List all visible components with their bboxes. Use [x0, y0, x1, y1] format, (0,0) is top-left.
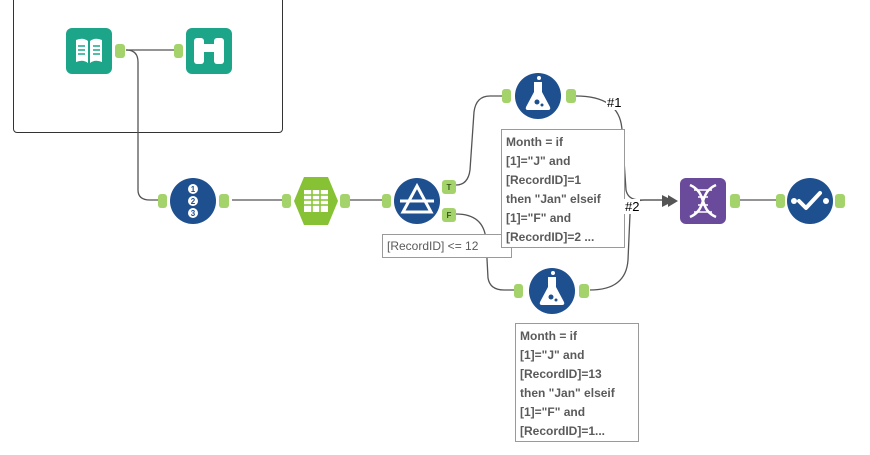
annotation-line: Month = if [506, 135, 563, 149]
annotation-line: [RecordID]=2 ... [506, 230, 595, 244]
output-tool[interactable] [774, 177, 848, 230]
false-anchor[interactable] [442, 208, 456, 222]
formula-false-tool[interactable] [512, 267, 592, 320]
input-data-tool[interactable] [66, 28, 128, 79]
formula-true-annotation: Month = if [1]="J" and [RecordID]=1 then… [501, 129, 625, 248]
annotation-line: [1]="F" and [506, 211, 572, 225]
true-anchor[interactable] [442, 180, 456, 194]
false-anchor-label: F [447, 211, 452, 220]
annotation-line: [RecordID]=1... [520, 424, 606, 438]
svg-text:2: 2 [191, 197, 196, 206]
flask-icon [502, 73, 576, 119]
annotation-line: [1]="J" and [506, 154, 571, 168]
wire-filter-true-to-formula [455, 95, 502, 186]
numbered-list-icon: 1 2 3 [158, 178, 229, 224]
record-id-tool[interactable]: 1 2 3 [156, 178, 236, 229]
annotation-line: [1]="J" and [520, 348, 585, 362]
connection-label-1: #1 [606, 95, 623, 110]
annotation-line: [RecordID]=13 [520, 367, 602, 381]
book-icon [66, 28, 125, 74]
wire-input-to-recordid [125, 49, 158, 201]
multi-input-anchor[interactable] [662, 195, 678, 207]
checkmark-icon [776, 178, 845, 224]
filter-triangle-icon: T F [382, 178, 456, 224]
formula-false-annotation: Month = if [1]="J" and [RecordID]=13 the… [515, 323, 639, 442]
browse-tool[interactable] [172, 28, 234, 79]
filter-expression-annotation: [RecordID] <= 12 [382, 234, 512, 258]
annotation-line: then "Jan" elseif [506, 192, 601, 206]
tool-container[interactable] [13, 0, 283, 133]
dna-icon [662, 178, 740, 224]
annotation-line: [RecordID]=1 [506, 173, 582, 187]
true-anchor-label: T [447, 183, 452, 192]
formula-true-tool[interactable] [500, 72, 580, 125]
svg-text:3: 3 [191, 209, 196, 218]
connection-label-2: #2 [624, 199, 641, 214]
filter-tool[interactable]: T F [380, 177, 460, 230]
flask-icon [514, 268, 589, 314]
wire-filter-false-to-formula [455, 213, 514, 291]
select-tool[interactable] [280, 176, 352, 231]
annotation-line: [1]="F" and [520, 405, 586, 419]
svg-text:1: 1 [191, 185, 196, 194]
binoculars-icon [174, 28, 232, 74]
annotation-line: then "Jan" elseif [520, 386, 615, 400]
columns-icon [282, 177, 350, 225]
union-tool[interactable] [660, 177, 742, 230]
annotation-line: Month = if [520, 329, 577, 343]
